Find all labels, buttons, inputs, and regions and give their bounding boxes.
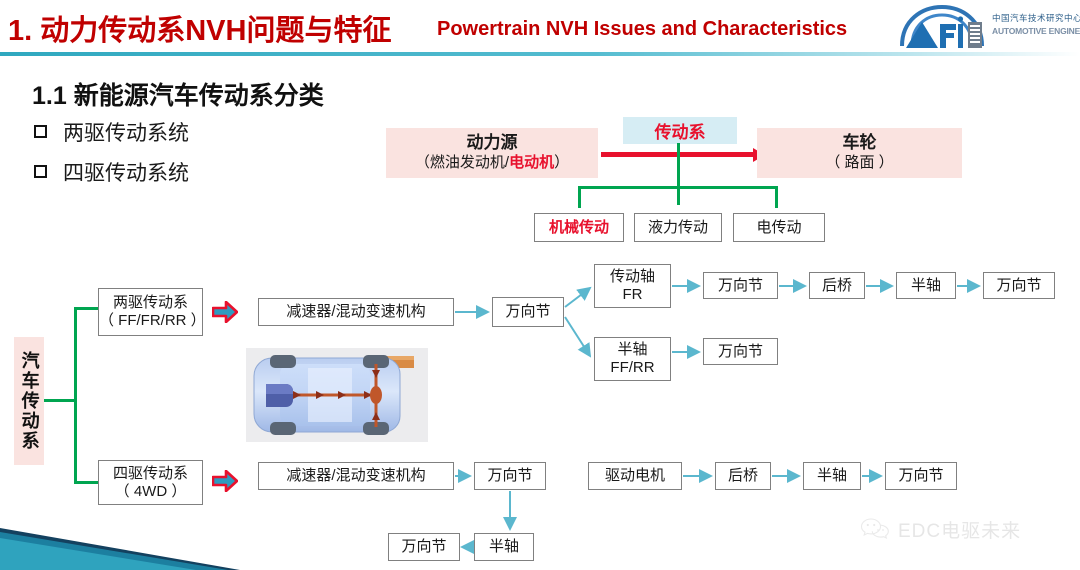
halfshaft-upper-box[interactable]: 半轴 xyxy=(896,272,956,299)
driveshaft-fr-line2: FR xyxy=(622,286,643,303)
halfshaft-ff-rr-box[interactable]: 半轴 FF/RR xyxy=(594,337,671,381)
bullet-label: 四驱传动系统 xyxy=(63,162,189,185)
halfshaft-4wd-2[interactable]: 半轴 xyxy=(803,462,861,490)
root-connector xyxy=(44,399,76,402)
page-title-cn: 1. 动力传动系NVH问题与特征 xyxy=(8,15,392,47)
logo-org-en: AUTOMOTIVE ENGINEERING RESEARCH INSTITUT… xyxy=(992,26,1080,36)
transmission-type-hydraulic[interactable]: 液力传动 xyxy=(634,213,722,242)
page-title-en: Powertrain NVH Issues and Characteristic… xyxy=(437,18,848,40)
root-vertical-connector xyxy=(74,307,77,483)
transmission-type-mechanical[interactable]: 机械传动 xyxy=(534,213,624,242)
rear-axle-box[interactable]: 后桥 xyxy=(809,272,865,299)
bottom-decor-band xyxy=(0,528,240,570)
red-arrow-icon-2wd xyxy=(212,301,238,323)
aeri-logo-mark xyxy=(900,4,984,48)
power-source-box: 动力源 （燃油发动机/电动机） xyxy=(386,128,598,178)
section-title: 1.1 新能源汽车传动系分类 xyxy=(32,82,324,110)
rear-axle-box-4wd[interactable]: 后桥 xyxy=(715,462,771,490)
slide-header: 1. 动力传动系NVH问题与特征 Powertrain NVH Issues a… xyxy=(0,0,1080,56)
wechat-icon xyxy=(860,518,889,540)
root-label-vehicle-driveline: 汽车传动系 xyxy=(14,337,44,465)
tree-stem-connector xyxy=(677,143,680,205)
branch-2wd-connector xyxy=(74,307,100,310)
tree-bus-connector xyxy=(578,186,778,189)
transmission-type-electric[interactable]: 电传动 xyxy=(733,213,825,242)
bullet-label: 两驱传动系统 xyxy=(63,122,189,145)
power-source-highlight: 电动机 xyxy=(509,154,555,172)
branch-box-2wd[interactable]: 两驱传动系 （ FF/FR/RR ） xyxy=(98,288,206,336)
universal-joint-4wd-1[interactable]: 万向节 xyxy=(474,462,546,490)
branch-2wd-line2: （ FF/FR/RR ） xyxy=(99,312,206,329)
halfshaft-ff-line2: FF/RR xyxy=(610,359,655,376)
square-bullet-icon xyxy=(34,125,47,138)
branch-4wd-line1: 四驱传动系 xyxy=(112,464,188,482)
gearbox-4wd[interactable]: 减速器/混动变速机构 xyxy=(258,462,454,490)
branch-4wd-line2: （ 4WD ） xyxy=(114,482,187,500)
universal-joint-4wd-2[interactable]: 万向节 xyxy=(388,533,460,561)
wheel-subtitle: （ 路面 ） xyxy=(825,154,894,172)
power-source-title: 动力源 xyxy=(466,133,518,153)
red-arrow-icon-4wd xyxy=(212,470,238,492)
header-divider xyxy=(0,52,1080,56)
drive-motor-box[interactable]: 驱动电机 xyxy=(588,462,682,490)
driveshaft-fr-box[interactable]: 传动轴 FR xyxy=(594,264,671,308)
tree-left-drop-connector xyxy=(578,186,581,208)
universal-joint-4wd-3[interactable]: 万向节 xyxy=(885,462,957,490)
car-drivetrain-illustration xyxy=(246,348,428,442)
bullet-item-2wd: 两驱传动系统 xyxy=(34,117,189,147)
wheel-box: 车轮 （ 路面 ） xyxy=(757,128,962,178)
halfshaft-ff-line1: 半轴 xyxy=(617,341,648,358)
car-top-view-image xyxy=(246,348,428,442)
branch-box-4wd[interactable]: 四驱传动系 （ 4WD ） xyxy=(98,460,203,505)
universal-joint-upper-1[interactable]: 万向节 xyxy=(703,272,778,299)
gearbox-2wd[interactable]: 减速器/混动变速机构 xyxy=(258,298,454,326)
logo-org-cn: 中国汽车技术研究中心·汽车工程研究院 xyxy=(992,13,1080,23)
watermark: EDC电驱未来 xyxy=(860,512,1070,546)
halfshaft-4wd[interactable]: 半轴 xyxy=(474,533,534,561)
universal-joint-upper-2[interactable]: 万向节 xyxy=(983,272,1055,299)
wheel-title: 车轮 xyxy=(842,133,877,153)
driveshaft-fr-line1: 传动轴 xyxy=(609,268,655,285)
square-bullet-icon xyxy=(34,165,47,178)
driveline-tag: 传动系 xyxy=(623,117,737,144)
power-source-subtitle: （燃油发动机/电动机） xyxy=(414,154,570,172)
branch-4wd-connector xyxy=(74,481,100,484)
watermark-text: EDC电驱未来 xyxy=(898,520,1022,542)
bullet-item-4wd: 四驱传动系统 xyxy=(34,157,189,187)
tree-right-drop-connector xyxy=(775,186,778,208)
universal-joint-lower-1[interactable]: 万向节 xyxy=(703,338,778,365)
aeri-logo: 中国汽车技术研究中心·汽车工程研究院 AUTOMOTIVE ENGINEERIN… xyxy=(896,2,1080,50)
branch-2wd-line1: 两驱传动系 xyxy=(112,294,188,311)
universal-joint-2wd[interactable]: 万向节 xyxy=(492,297,564,327)
